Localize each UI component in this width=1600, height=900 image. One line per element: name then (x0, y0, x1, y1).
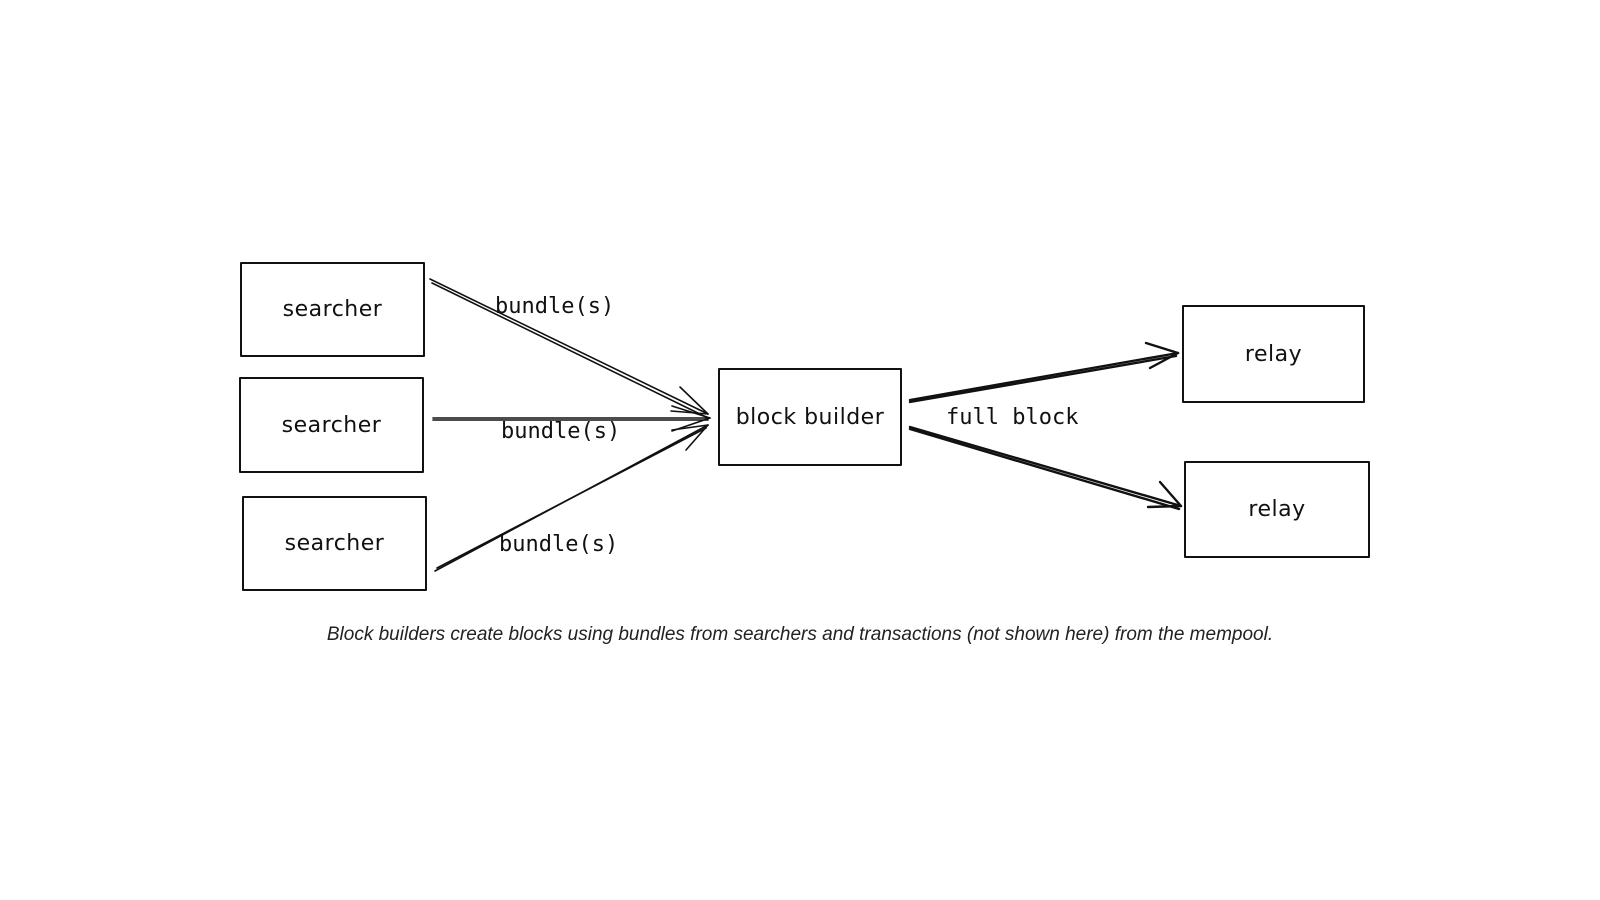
arrow-searcher-3-to-builder (434, 424, 709, 572)
searcher-label: searcher (284, 531, 385, 556)
searcher-label: searcher (282, 297, 383, 322)
searcher-box-1: searcher (240, 262, 425, 357)
edge-label-bundle: bundle(s) (501, 419, 621, 444)
searcher-label: searcher (281, 412, 382, 438)
edge-label-full-block: full block (946, 405, 1079, 430)
arrow-searcher-2-to-builder (432, 405, 711, 432)
relay-box-1: relay (1182, 305, 1365, 403)
relay-box-2: relay (1184, 461, 1370, 558)
searcher-box-3: searcher (242, 496, 427, 591)
arrow-builder-to-relay-1 (908, 341, 1180, 404)
arrow-builder-to-relay-2 (908, 425, 1183, 511)
edge-label-bundle: bundle(s) (495, 294, 615, 319)
edge-label-bundle: bundle(s) (499, 532, 619, 557)
arrow-searcher-1-to-builder (429, 278, 709, 418)
block-builder-box: block builder (718, 368, 902, 466)
searcher-box-2: searcher (239, 377, 424, 473)
block-builder-label: block builder (735, 404, 885, 430)
diagram-caption: Block builders create blocks using bundl… (326, 624, 1274, 645)
relay-label: relay (1248, 497, 1306, 522)
relay-label: relay (1244, 341, 1303, 367)
